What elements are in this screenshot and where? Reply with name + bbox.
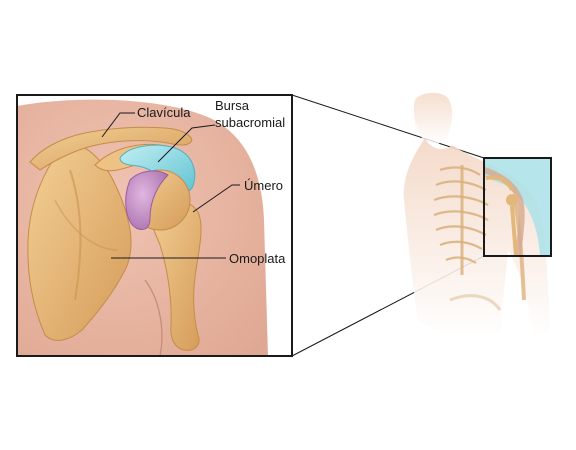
leader-lines [101, 112, 240, 259]
label-humerus: Úmero [244, 178, 283, 193]
label-clavicle: Clavícula [137, 105, 191, 120]
clavicle-bone [29, 126, 193, 171]
highlight-frame [483, 157, 552, 257]
label-scapula: Omoplata [229, 251, 286, 266]
inset-frame [16, 94, 293, 357]
label-bursa-line2: subacromial [215, 115, 285, 130]
label-bursa-line1: Bursa [215, 98, 250, 113]
torso-illustration [403, 92, 550, 340]
shoulder-inset [17, 95, 292, 356]
humerus-bone [147, 197, 202, 351]
shoulder-highlight [483, 157, 552, 257]
glenohumeral-joint [125, 170, 169, 231]
